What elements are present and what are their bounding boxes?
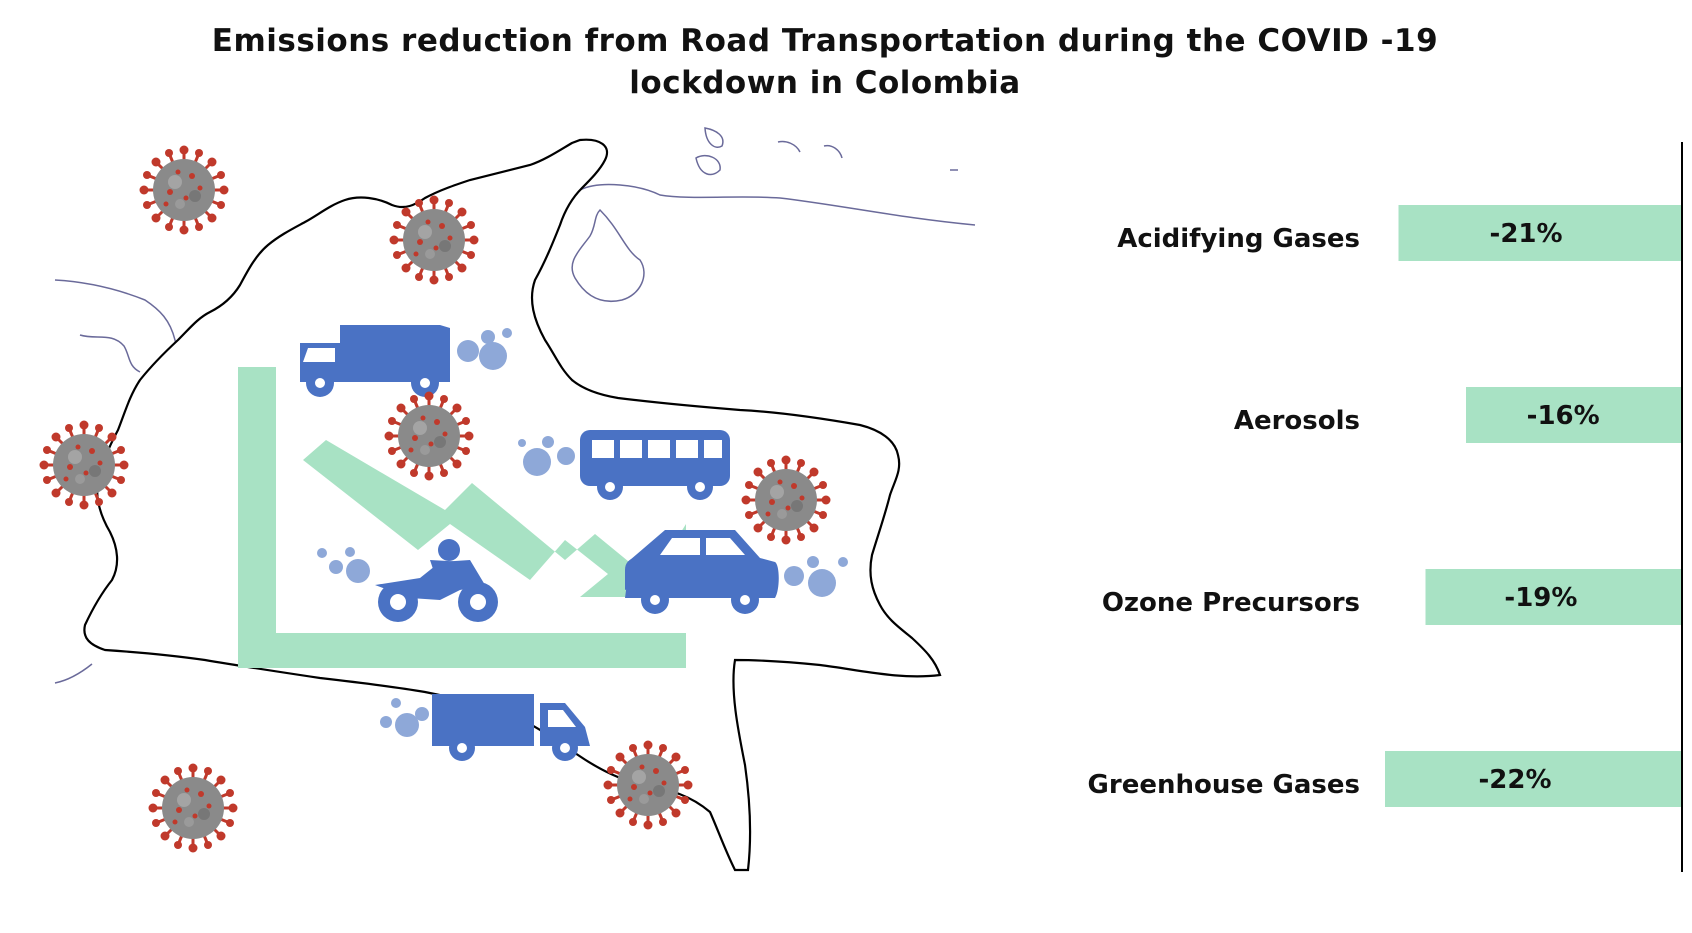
down-trend-arrow-icon bbox=[238, 367, 686, 668]
title-line-2: lockdown in Colombia bbox=[629, 65, 1021, 101]
delivery-truck-icon bbox=[432, 694, 590, 761]
chart-title: Emissions reduction from Road Transporta… bbox=[0, 20, 1650, 104]
category-label: Greenhouse Gases bbox=[1088, 770, 1360, 800]
colombia-outline bbox=[83, 138, 942, 872]
car-icon bbox=[625, 530, 779, 614]
bar-value-label: -21% bbox=[1490, 219, 1563, 249]
dump-truck-icon bbox=[300, 325, 450, 397]
neighbor-outlines bbox=[54, 127, 976, 684]
bar-aerosols bbox=[1466, 387, 1682, 443]
title-line-1: Emissions reduction from Road Transporta… bbox=[211, 23, 1439, 59]
category-label: Ozone Precursors bbox=[1102, 588, 1360, 618]
bar-value-label: -22% bbox=[1478, 765, 1551, 795]
bar-value-label: -19% bbox=[1504, 583, 1577, 613]
bars-layer: -21% Acidifying Gases -16% Aerosols -19% Ozon… bbox=[1088, 205, 1682, 807]
exhaust-smoke bbox=[317, 328, 848, 737]
bar-ozone-precursors bbox=[1425, 569, 1682, 625]
category-label: Aerosols bbox=[1234, 406, 1360, 436]
bar-greenhouse-gases bbox=[1385, 751, 1682, 807]
bus-icon bbox=[580, 430, 730, 500]
category-label: Acidifying Gases bbox=[1117, 224, 1360, 254]
bar-value-label: -16% bbox=[1527, 401, 1600, 431]
motorcycle-icon bbox=[375, 539, 498, 622]
bar-acidifying-gases bbox=[1398, 205, 1682, 261]
